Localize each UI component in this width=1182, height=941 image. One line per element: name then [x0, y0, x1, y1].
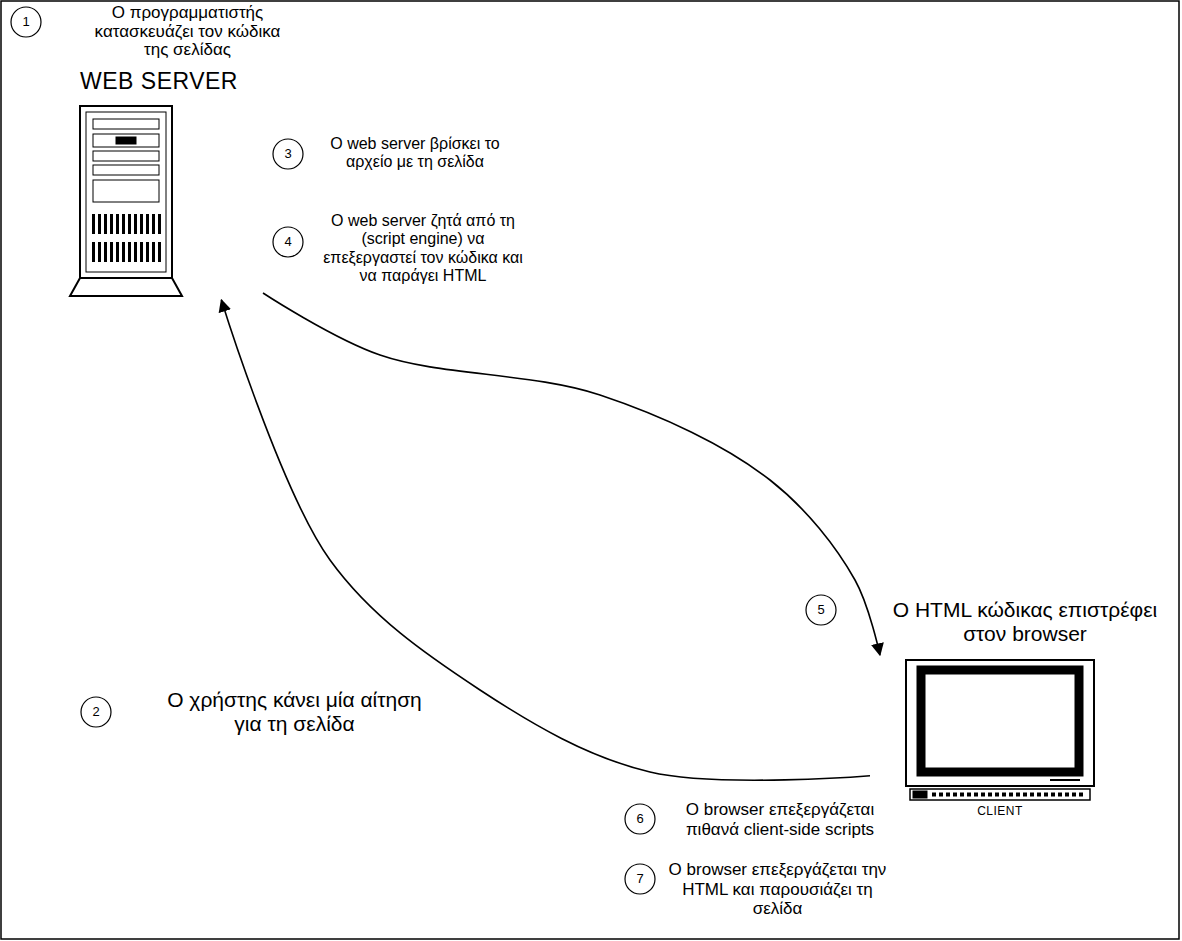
- callout-circle: 1: [10, 6, 42, 38]
- step-note: Ο web server βρίσκει το αρχείο με τη σελ…: [305, 135, 525, 172]
- server-node: WEB SERVER: [55, 66, 263, 300]
- step-note-box: Ο browser επεξεργάζεται την HTML και παρ…: [660, 860, 895, 919]
- step-note-box: Ο web server ζητά από τη (script engine)…: [318, 212, 528, 286]
- step-note: Ο προγραμματιστής κατασκευάζει τον κώδικ…: [90, 4, 285, 60]
- callout-number: 6: [624, 803, 656, 835]
- client-computer-symbol: [906, 660, 1094, 800]
- circle-outline-shape: [273, 227, 303, 257]
- circle-outline-shape: [11, 7, 41, 37]
- callout-circle: 2: [80, 696, 112, 728]
- callout-circle: 3: [272, 138, 304, 170]
- request-arrow: [263, 293, 880, 655]
- circle-outline-shape: [625, 804, 655, 834]
- callout-number: 2: [80, 696, 112, 728]
- callout-circle: 6: [624, 803, 656, 835]
- step-note: Ο web server ζητά από τη (script engine)…: [318, 212, 528, 286]
- callout-number: 5: [805, 594, 837, 626]
- step-note-box: Ο browser επεξεργάζεται πιθανά client-si…: [665, 800, 895, 839]
- step-note-box: Ο HTML κώδικας επιστρέφει στον browser: [880, 598, 1170, 645]
- circle-outline-shape: [806, 595, 836, 625]
- callout-number: 7: [624, 863, 656, 895]
- step-note-box: Ο προγραμματιστής κατασκευάζει τον κώδικ…: [90, 4, 285, 60]
- step-note: Ο χρήστης κάνει μία αίτηση για τη σελίδα: [162, 688, 427, 735]
- circle-outline-shape: [273, 139, 303, 169]
- server-title: WEB SERVER: [55, 66, 263, 94]
- circle-outline-shape: [81, 697, 111, 727]
- client-node: CLIENT: [870, 655, 1118, 830]
- callout-number: 1: [10, 6, 42, 38]
- client-title: CLIENT: [870, 805, 1110, 819]
- callout-circle: 4: [272, 226, 304, 258]
- server-symbol: [70, 106, 182, 296]
- callout-circle: 7: [624, 863, 656, 895]
- step-note-box: Ο χρήστης κάνει μία αίτηση για τη σελίδα: [162, 688, 427, 735]
- callout-number: 3: [272, 138, 304, 170]
- step-note: Ο browser επεξεργάζεται την HTML και παρ…: [660, 860, 895, 919]
- circle-outline-shape: [625, 864, 655, 894]
- callout-number: 4: [272, 226, 304, 258]
- step-note: Ο HTML κώδικας επιστρέφει στον browser: [880, 598, 1170, 645]
- step-note-box: Ο web server βρίσκει το αρχείο με τη σελ…: [305, 135, 525, 172]
- callout-circle: 5: [805, 594, 837, 626]
- step-note: Ο browser επεξεργάζεται πιθανά client-si…: [665, 800, 895, 839]
